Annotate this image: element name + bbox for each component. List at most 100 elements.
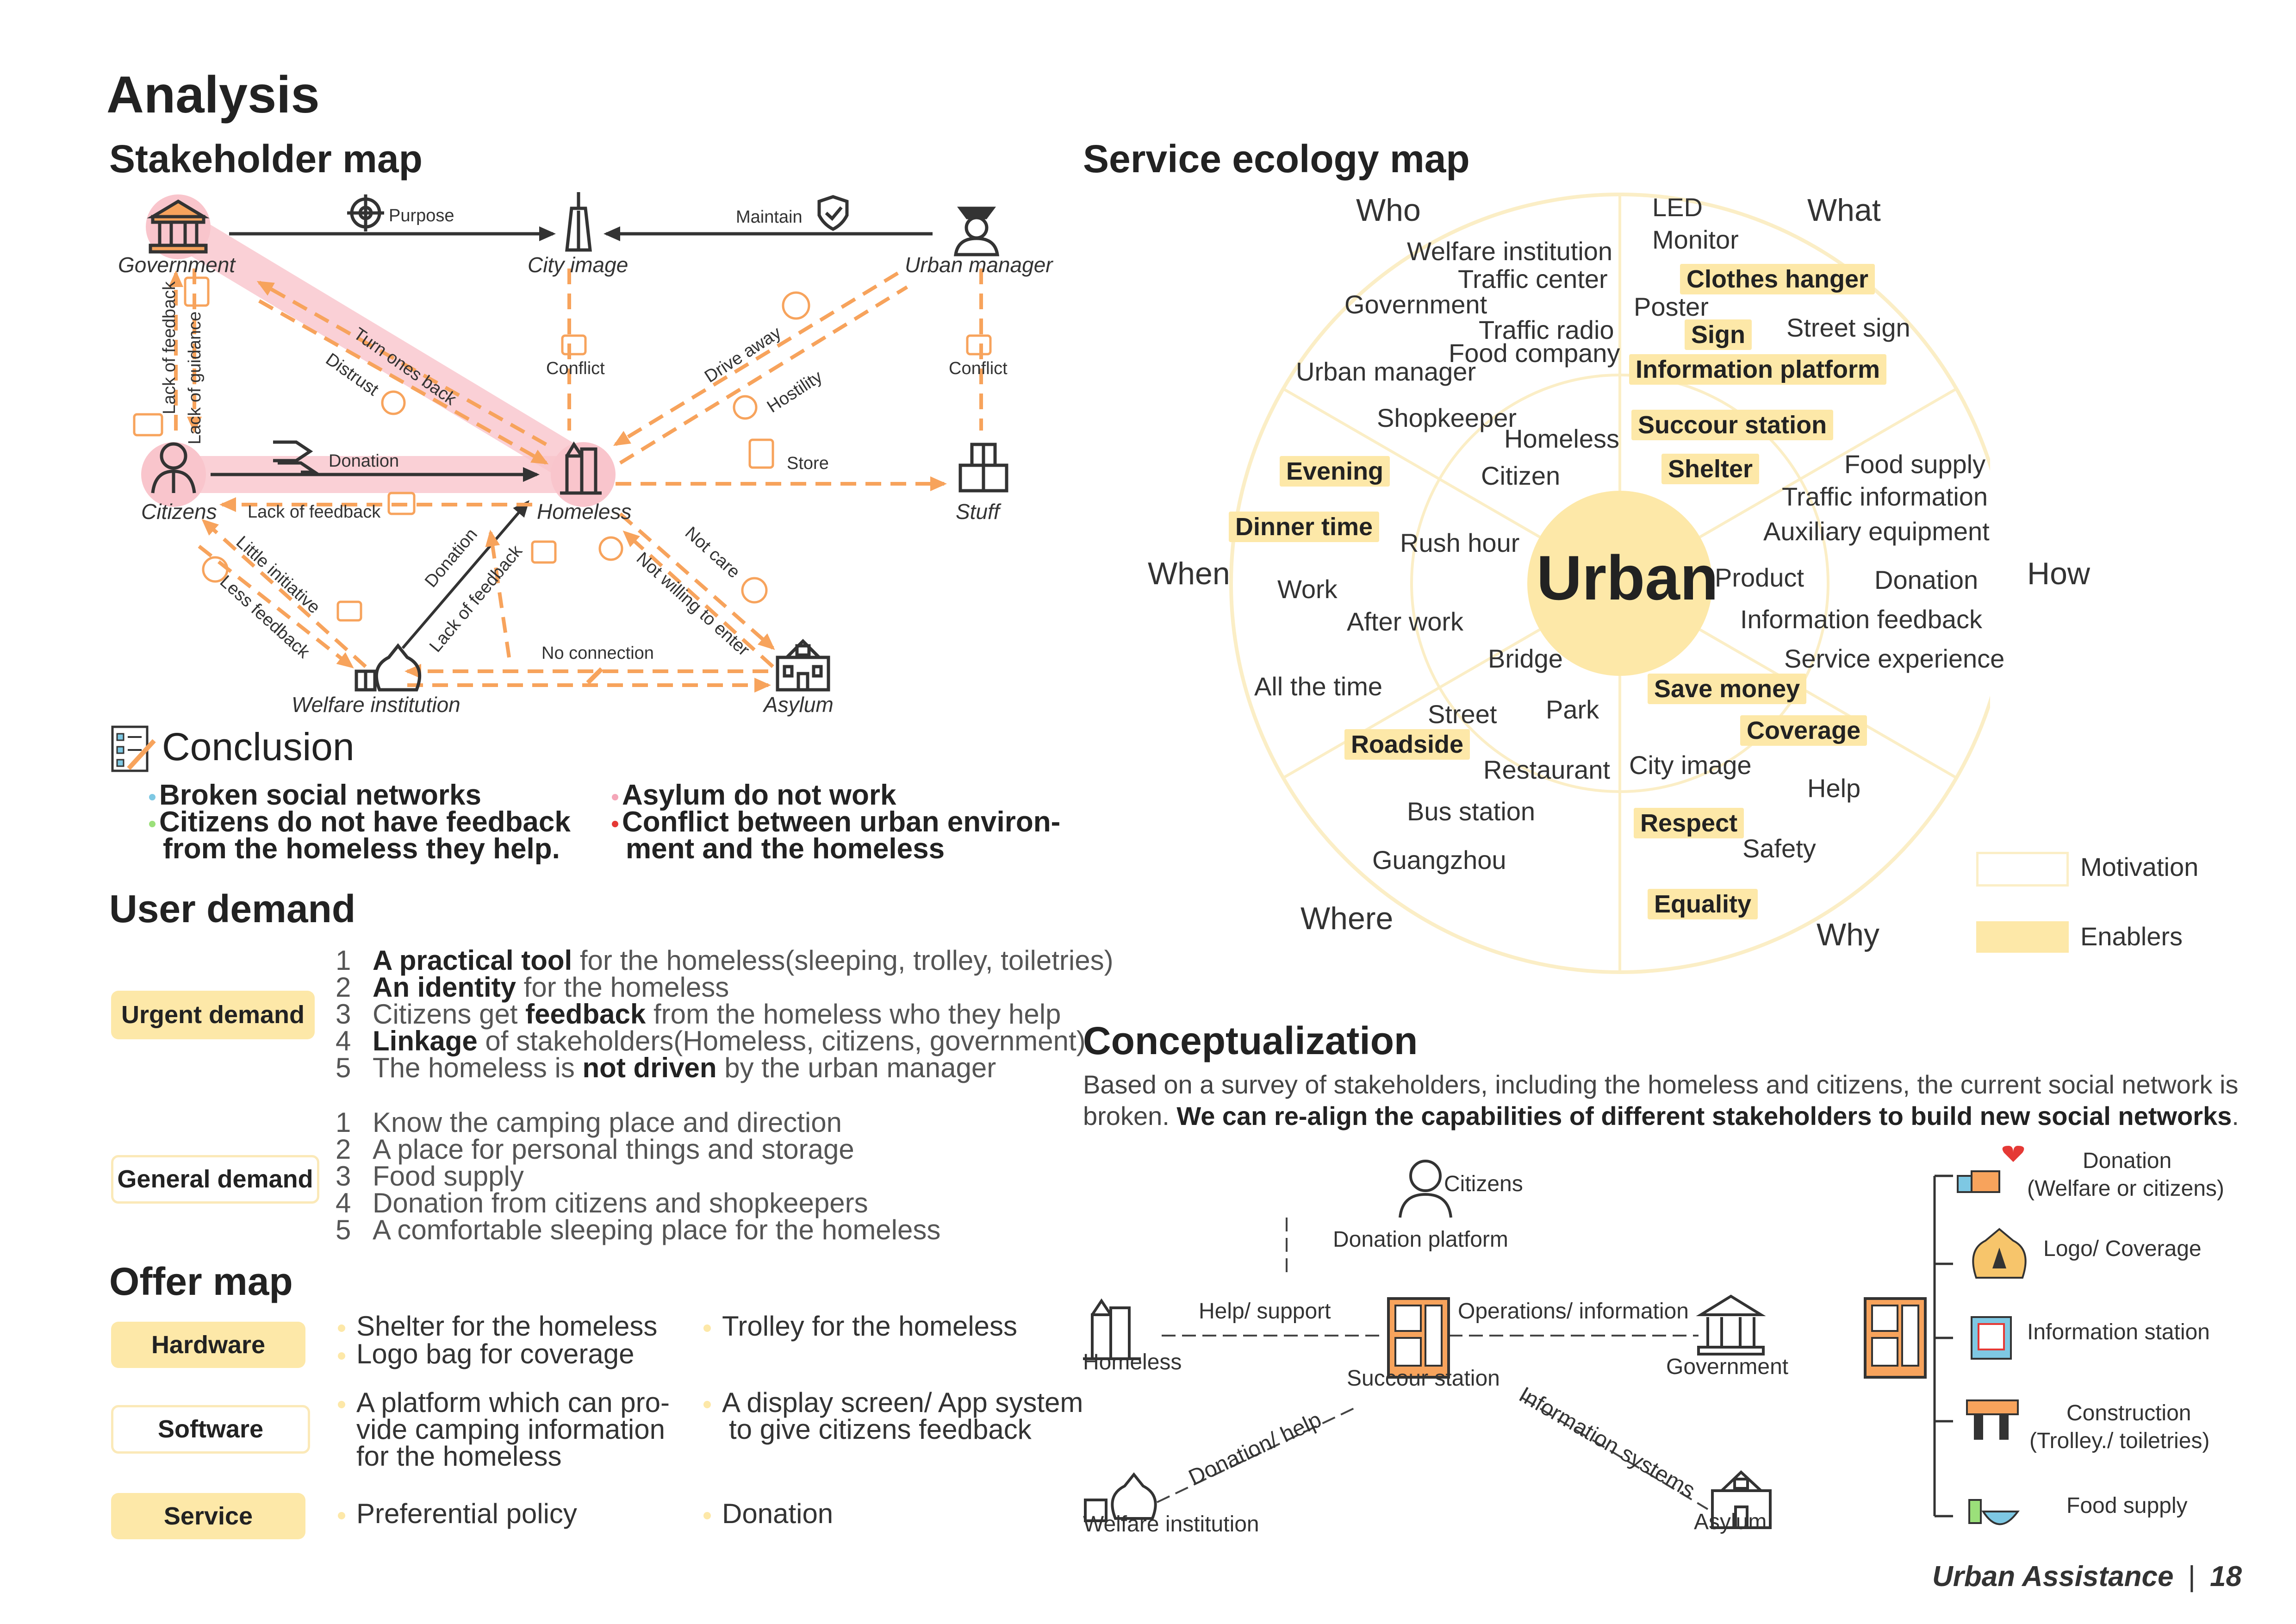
ecology-enabler: Sign <box>1685 319 1752 350</box>
list-item: Citizens get feedback from the homeless … <box>373 999 1061 1030</box>
service-tag: Service <box>111 1493 305 1539</box>
footer-page: 18 <box>2210 1561 2242 1593</box>
ecology-item: Poster <box>1634 292 1709 321</box>
list-number: 3 <box>336 1161 351 1192</box>
edge-no-connection: No connection <box>541 643 654 663</box>
ecology-item: After work <box>1347 607 1464 636</box>
ecology-item: Bus station <box>1407 797 1536 826</box>
ecology-item: Monitor <box>1652 225 1739 254</box>
chat-icon <box>531 540 557 564</box>
node-citizens: Citizens <box>141 500 217 524</box>
ecology-item: Food supply <box>1844 450 1986 479</box>
list-number: 2 <box>336 1134 351 1165</box>
footer-separator: | <box>2188 1561 2196 1593</box>
city-tower-icon <box>565 192 592 252</box>
conflict-icon-2 <box>966 334 992 356</box>
offer-item: Preferential policy <box>338 1498 577 1530</box>
list-number: 3 <box>336 999 351 1030</box>
ecology-center: Urban <box>1537 543 1718 613</box>
logo-bag-icon <box>1972 1228 2027 1279</box>
ecology-item: Safety <box>1742 834 1816 863</box>
ecology-what: What <box>1807 193 1881 228</box>
mail-icon <box>387 492 416 515</box>
stuff-icon <box>958 443 1008 493</box>
list-number: 5 <box>336 1052 351 1083</box>
bullet-dot <box>338 1401 345 1409</box>
list-number: 1 <box>336 1107 351 1138</box>
ecology-item: Restaurant <box>1483 755 1610 784</box>
concept-citizen-icon <box>1399 1160 1452 1218</box>
construction-icon <box>1966 1399 2019 1440</box>
concept-government-icon <box>1696 1294 1766 1355</box>
conclusion-heading: Conclusion <box>162 725 355 768</box>
bullet-dot <box>703 1324 711 1332</box>
conclusion-item: Broken social networks <box>149 781 481 810</box>
ecology-when: When <box>1148 556 1230 591</box>
list-item: Donation from citizens and shopkeepers <box>373 1187 868 1218</box>
bullet-dot <box>703 1512 711 1520</box>
edge-lack-feedback-h: Lack of feedback <box>248 502 381 522</box>
bullet-dot <box>338 1512 345 1520</box>
concept-homeless: Homeless <box>1083 1350 1182 1374</box>
ecology-enabler: Succour station <box>1631 410 1834 440</box>
conceptualization-heading: Conceptualization <box>1083 1019 1418 1062</box>
info-screen-icon <box>1971 1316 2012 1360</box>
ecology-who: Who <box>1356 193 1421 228</box>
node-city-image: City image <box>528 253 628 277</box>
list-number: 4 <box>336 1025 351 1056</box>
stakeholder-diagram <box>133 192 1008 693</box>
ecology-item: Donation <box>1874 565 1979 594</box>
ecology-item: Welfare institution <box>1407 237 1613 266</box>
conclusion-item: Asylum do not work <box>612 781 896 810</box>
list-item: The homeless is not driven by the urban … <box>373 1052 996 1083</box>
person-walking-icon <box>782 291 810 320</box>
concept-welfare-icon <box>1084 1472 1157 1522</box>
list-item: Know the camping place and direction <box>373 1107 842 1138</box>
node-government: Government <box>118 253 236 277</box>
feature-construction: Construction <box>2066 1401 2191 1425</box>
ecology-item: Bridge <box>1488 644 1563 673</box>
ecology-item: LED <box>1652 193 1703 222</box>
ecology-circle <box>1229 193 1990 974</box>
hand-stop-icon <box>598 536 623 561</box>
offer-item: Donation <box>703 1498 833 1530</box>
ecology-item: Urban manager <box>1296 357 1476 386</box>
ecology-item: Product <box>1715 563 1804 592</box>
feature-donation-sub: (Welfare or citizens) <box>2027 1176 2224 1201</box>
ecology-item: Traffic radio <box>1479 315 1614 344</box>
feature-construction-sub: (Trolley./ toiletries) <box>2029 1429 2210 1453</box>
food-bowl-icon <box>1968 1499 2020 1525</box>
concept-operations: Operations/ information <box>1458 1299 1689 1324</box>
asylum-icon <box>776 639 830 692</box>
conclusion-item: Citizens do not have feedback <box>149 808 571 837</box>
ecology-item: Service experience <box>1784 644 2005 673</box>
bullet-dot <box>338 1352 345 1360</box>
concept-diagram <box>1083 1146 2027 1529</box>
feature-info-station: Information station <box>2027 1320 2210 1344</box>
stakeholder-map-heading: Stakeholder map <box>109 137 423 181</box>
offer-item: for the homeless <box>356 1441 562 1472</box>
legend-motivation: Motivation <box>2080 852 2199 881</box>
general-demand-tag: General demand <box>111 1155 319 1204</box>
ecology-enabler: Information platform <box>1629 354 1886 385</box>
concept-homeless-icon <box>1083 1298 1141 1360</box>
ecology-enabler: Shelter <box>1661 454 1760 484</box>
features-kiosk-icon <box>1864 1297 1927 1379</box>
bullet-dot <box>612 793 618 800</box>
ecology-enabler: Equality <box>1648 889 1758 919</box>
edge-lack-guidance: Lack of guidance <box>185 311 205 444</box>
feedback-icon <box>133 413 163 437</box>
ecology-why: Why <box>1817 917 1879 952</box>
citizen-icon <box>151 442 196 493</box>
offer-item: A display screen/ App system <box>703 1387 1083 1418</box>
handshake-icon <box>273 440 320 474</box>
concept-help-support: Help/ support <box>1199 1299 1331 1324</box>
concept-asylum-icon <box>1711 1470 1772 1529</box>
legend-enablers: Enablers <box>2080 922 2183 951</box>
ecology-item: Traffic center <box>1458 264 1608 294</box>
bullet-dot <box>703 1401 711 1409</box>
offer-item: Trolley for the homeless <box>703 1310 1017 1342</box>
ecology-enabler: Roadside <box>1344 729 1470 760</box>
angry-icon <box>733 395 758 420</box>
list-item: A place for personal things and storage <box>373 1134 854 1165</box>
